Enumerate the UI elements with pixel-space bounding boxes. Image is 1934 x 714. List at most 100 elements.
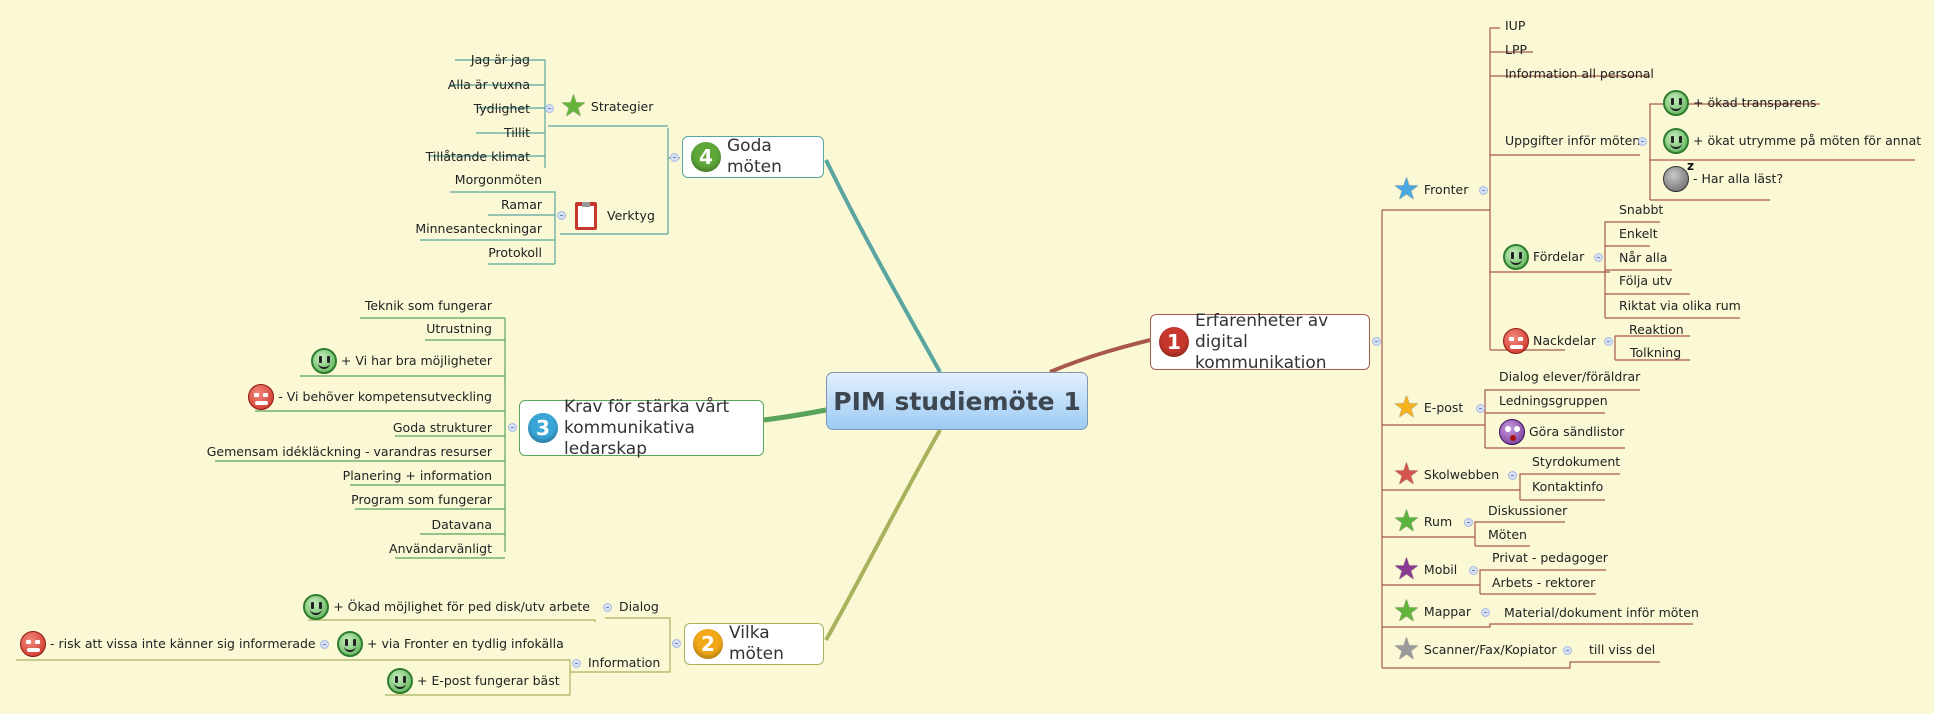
number-3-icon: 3: [528, 413, 558, 443]
list-item[interactable]: - Har alla läst?: [1663, 158, 1783, 192]
list-item[interactable]: Göra sändlistor: [1499, 419, 1624, 445]
list-item[interactable]: Jag är jag: [470, 52, 530, 67]
subtopic-uppgifter[interactable]: Uppgifter inför möten: [1505, 133, 1641, 148]
list-item[interactable]: Goda strukturer: [392, 420, 492, 435]
collapse-toggle[interactable]: [1476, 404, 1485, 413]
green-star-icon: ★: [1393, 594, 1420, 629]
list-item[interactable]: Dialog elever/föräldrar: [1499, 369, 1641, 384]
list-item[interactable]: Följa utv: [1619, 273, 1673, 288]
smiley-icon: [1663, 128, 1689, 154]
list-item[interactable]: + ökat utrymme på möten för annat: [1663, 128, 1921, 154]
subtopic-skolwebben[interactable]: ★ Skolwebben: [1393, 457, 1500, 492]
list-item[interactable]: Styrdokument: [1532, 454, 1621, 469]
central-topic[interactable]: PIM studiemöte 1: [826, 372, 1088, 430]
topic-label: Erfarenheter av digital kommunikation: [1195, 310, 1329, 373]
topic-goda-moten[interactable]: 4 Goda möten: [682, 136, 824, 178]
list-item[interactable]: Når alla: [1619, 250, 1668, 265]
list-item[interactable]: Utrustning: [426, 321, 492, 336]
list-item[interactable]: - Vi behöver kompetensutveckling: [200, 384, 492, 410]
collapse-toggle[interactable]: [670, 153, 679, 162]
angry-face-icon: [1503, 328, 1529, 354]
list-item[interactable]: Alla är vuxna: [447, 77, 530, 92]
list-item[interactable]: Riktat via olika rum: [1619, 298, 1741, 313]
list-item[interactable]: IUP: [1505, 18, 1526, 33]
collapse-toggle[interactable]: [1604, 337, 1613, 346]
list-item[interactable]: Minnesanteckningar: [415, 221, 542, 236]
subtopic-information[interactable]: Information: [588, 655, 661, 670]
topic-krav[interactable]: 3 Krav för stärka vårt kommunikativa led…: [519, 397, 764, 459]
smiley-icon: [1663, 90, 1689, 116]
clipboard-icon: [575, 202, 597, 230]
list-item[interactable]: Morgonmöten: [454, 172, 542, 187]
list-item[interactable]: Teknik som fungerar: [364, 298, 492, 313]
list-item[interactable]: Diskussioner: [1488, 503, 1568, 518]
subtopic-verktyg[interactable]: Verktyg: [575, 202, 655, 230]
collapse-toggle[interactable]: [545, 104, 554, 113]
list-item[interactable]: Möten: [1488, 527, 1527, 542]
list-item[interactable]: Information all personal: [1505, 66, 1654, 81]
smiley-icon: [387, 668, 413, 694]
collapse-toggle[interactable]: [1594, 253, 1603, 262]
list-item[interactable]: LPP: [1505, 42, 1528, 57]
collapse-toggle[interactable]: [1469, 566, 1478, 575]
collapse-toggle[interactable]: [320, 640, 329, 649]
subtopic-dialog[interactable]: Dialog: [619, 599, 659, 614]
subtopic-strategier[interactable]: ★ Strategier: [560, 89, 654, 124]
collapse-toggle[interactable]: [603, 603, 612, 612]
collapse-toggle[interactable]: [1508, 471, 1517, 480]
subtopic-rum[interactable]: ★ Rum: [1393, 504, 1453, 539]
subtopic-mobil[interactable]: ★ Mobil: [1393, 552, 1458, 587]
gray-star-icon: ★: [1393, 632, 1420, 667]
list-item[interactable]: Planering + information: [342, 468, 492, 483]
list-item[interactable]: Användarvänligt: [389, 541, 492, 556]
subtopic-fordelar[interactable]: Fördelar: [1503, 244, 1584, 270]
subtopic-epost[interactable]: ★ E-post: [1393, 390, 1464, 425]
collapse-toggle[interactable]: [572, 659, 581, 668]
list-item[interactable]: till viss del: [1589, 642, 1656, 657]
list-item[interactable]: Snabbt: [1619, 202, 1664, 217]
list-item[interactable]: Reaktion: [1629, 322, 1684, 337]
list-item[interactable]: Tydlighet: [473, 101, 530, 116]
list-item[interactable]: Tillåtande klimat: [425, 149, 530, 164]
collapse-toggle[interactable]: [672, 639, 681, 648]
list-item[interactable]: Privat - pedagoger: [1492, 550, 1608, 565]
collapse-toggle[interactable]: [1372, 337, 1381, 346]
list-item[interactable]: Tolkning: [1630, 345, 1682, 360]
smiley-icon: [303, 594, 330, 620]
list-item[interactable]: Material/dokument inför möten: [1504, 605, 1699, 620]
subtopic-scanner[interactable]: ★ Scanner/Fax/Kopiator: [1393, 632, 1557, 667]
list-item[interactable]: + Vi har bra möjligheter: [250, 348, 492, 374]
list-item[interactable]: - risk att vissa inte känner sig informe…: [20, 631, 316, 657]
list-item[interactable]: + via Fronter en tydlig infokälla: [337, 631, 564, 657]
list-item[interactable]: Gemensam idékläckning - varandras resurs…: [206, 444, 492, 459]
yellow-star-icon: ★: [1393, 390, 1420, 425]
subtopic-mappar[interactable]: ★ Mappar: [1393, 594, 1472, 629]
topic-erfarenheter[interactable]: 1 Erfarenheter av digital kommunikation: [1150, 311, 1370, 373]
list-item[interactable]: Arbets - rektorer: [1492, 575, 1596, 590]
topic-vilka-moten[interactable]: 2 Vilka möten: [684, 623, 824, 665]
list-item[interactable]: Ramar: [500, 197, 542, 212]
collapse-toggle[interactable]: [1464, 518, 1473, 527]
list-item[interactable]: + Ökad möjlighet för ped disk/utv arbete: [300, 594, 590, 620]
list-item[interactable]: Enkelt: [1619, 226, 1658, 241]
collapse-toggle[interactable]: [508, 423, 517, 432]
list-item[interactable]: Tillit: [503, 125, 530, 140]
collapse-toggle[interactable]: [1638, 137, 1647, 146]
collapse-toggle[interactable]: [1481, 608, 1490, 617]
list-item[interactable]: + ökad transparens: [1663, 90, 1816, 116]
collapse-toggle[interactable]: [1563, 646, 1572, 655]
collapse-toggle[interactable]: [557, 211, 566, 220]
list-item[interactable]: Protokoll: [488, 245, 542, 260]
green-star-icon: ★: [560, 89, 587, 124]
list-item[interactable]: Program som fungerar: [351, 492, 492, 507]
subtopic-fronter[interactable]: ★ Fronter: [1393, 172, 1469, 207]
subtopic-nackdelar[interactable]: Nackdelar: [1503, 328, 1596, 354]
list-item[interactable]: Datavana: [431, 517, 493, 532]
list-item[interactable]: Kontaktinfo: [1532, 479, 1604, 494]
list-item[interactable]: Ledningsgruppen: [1499, 393, 1608, 408]
purple-star-icon: ★: [1393, 552, 1420, 587]
collapse-toggle[interactable]: [1479, 186, 1488, 195]
green-star-icon: ★: [1393, 504, 1420, 539]
list-item[interactable]: + E-post fungerar bäst: [387, 668, 560, 694]
